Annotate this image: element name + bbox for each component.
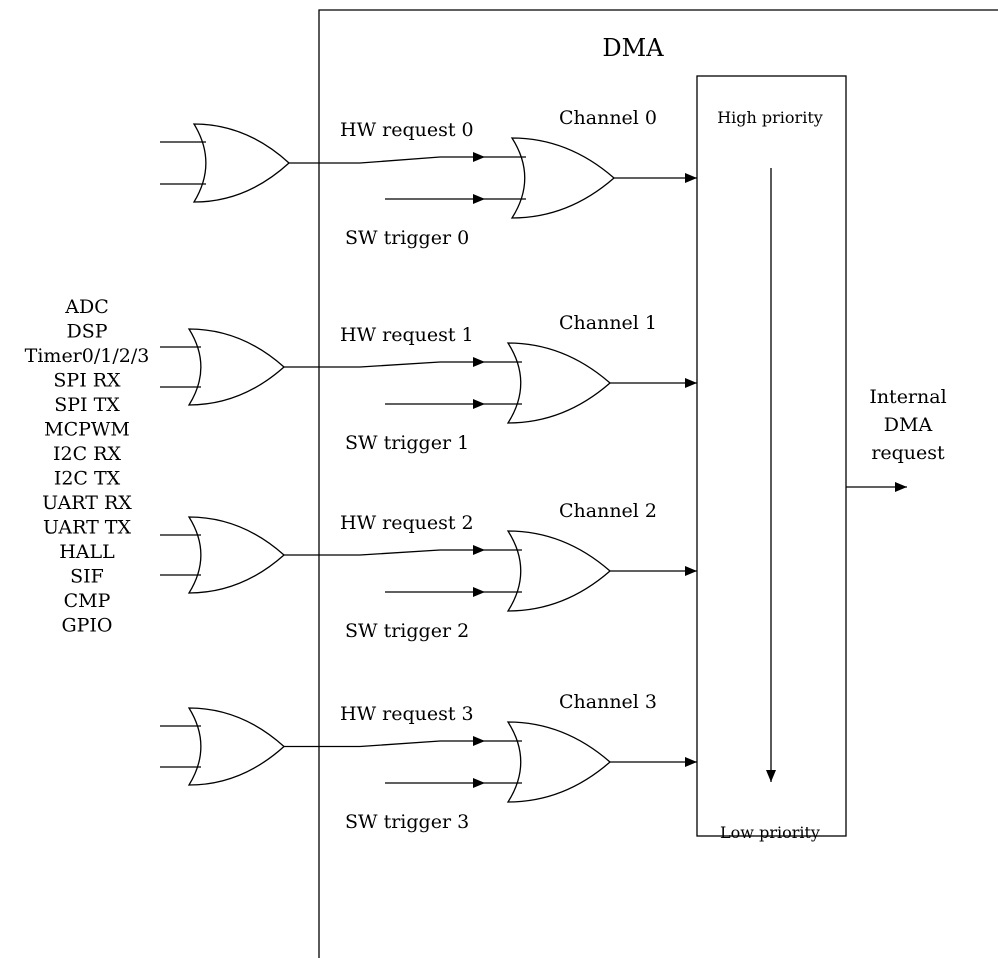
input-or-gate (187, 707, 285, 786)
channel-label: Channel 2 (559, 500, 657, 522)
channel-row-0: HW request 0 SW trigger 0 Channel 0 (160, 107, 697, 249)
input-or-gate (192, 123, 290, 203)
channel-row-2: HW request 2 SW trigger 2 Channel 2 (160, 500, 697, 642)
source-label: I2C RX (53, 443, 121, 465)
channel-or-gate (506, 342, 611, 424)
hw-request-label: HW request 2 (340, 512, 474, 534)
hw-request-label: HW request 3 (340, 703, 474, 725)
channel-or-gate (510, 137, 615, 219)
dma-boundary (318, 9, 998, 958)
source-label: UART TX (43, 517, 132, 539)
dma-title: DMA (602, 34, 664, 62)
hw-request-line (359, 152, 485, 164)
source-label: DSP (66, 321, 107, 343)
channel-label: Channel 0 (559, 107, 657, 129)
source-label: SIF (70, 566, 104, 588)
channel-label: Channel 1 (559, 312, 657, 334)
source-label: SPI TX (54, 394, 120, 416)
sw-trigger-label: SW trigger 0 (345, 227, 469, 249)
source-label: Timer0/1/2/3 (25, 345, 150, 367)
source-label: HALL (59, 541, 115, 563)
source-label: UART RX (42, 492, 132, 514)
priority-arbiter-box (696, 75, 847, 837)
sw-trigger-label: SW trigger 1 (345, 432, 469, 454)
hw-request-label: HW request 0 (340, 119, 474, 141)
sw-trigger-label: SW trigger 3 (345, 811, 469, 833)
channel-or-gate (506, 530, 611, 612)
source-label: MCPWM (44, 419, 130, 441)
high-priority-label: High priority (717, 108, 823, 127)
channel-row-1: HW request 1 SW trigger 1 Channel 1 (160, 312, 697, 454)
output-label-line-3: request (871, 442, 945, 464)
channel-label: Channel 3 (559, 691, 657, 713)
input-or-gate (187, 516, 285, 594)
hw-request-line (359, 736, 485, 748)
channel-row-3: HW request 3 SW trigger 3 Channel 3 (160, 691, 697, 833)
hw-request-line (359, 545, 485, 556)
hw-request-label: HW request 1 (340, 324, 474, 346)
source-label: CMP (64, 590, 111, 612)
output-label-line-1: Internal (869, 386, 946, 408)
source-label: I2C TX (54, 468, 121, 490)
hw-request-line (359, 357, 485, 368)
input-or-gate (187, 328, 285, 406)
output-label-line-2: DMA (884, 414, 933, 436)
sw-trigger-label: SW trigger 2 (345, 620, 469, 642)
channel-or-gate (506, 721, 611, 803)
source-label: SPI RX (53, 370, 121, 392)
source-label: GPIO (61, 615, 112, 637)
source-label: ADC (64, 296, 109, 318)
low-priority-label: Low priority (720, 823, 820, 842)
